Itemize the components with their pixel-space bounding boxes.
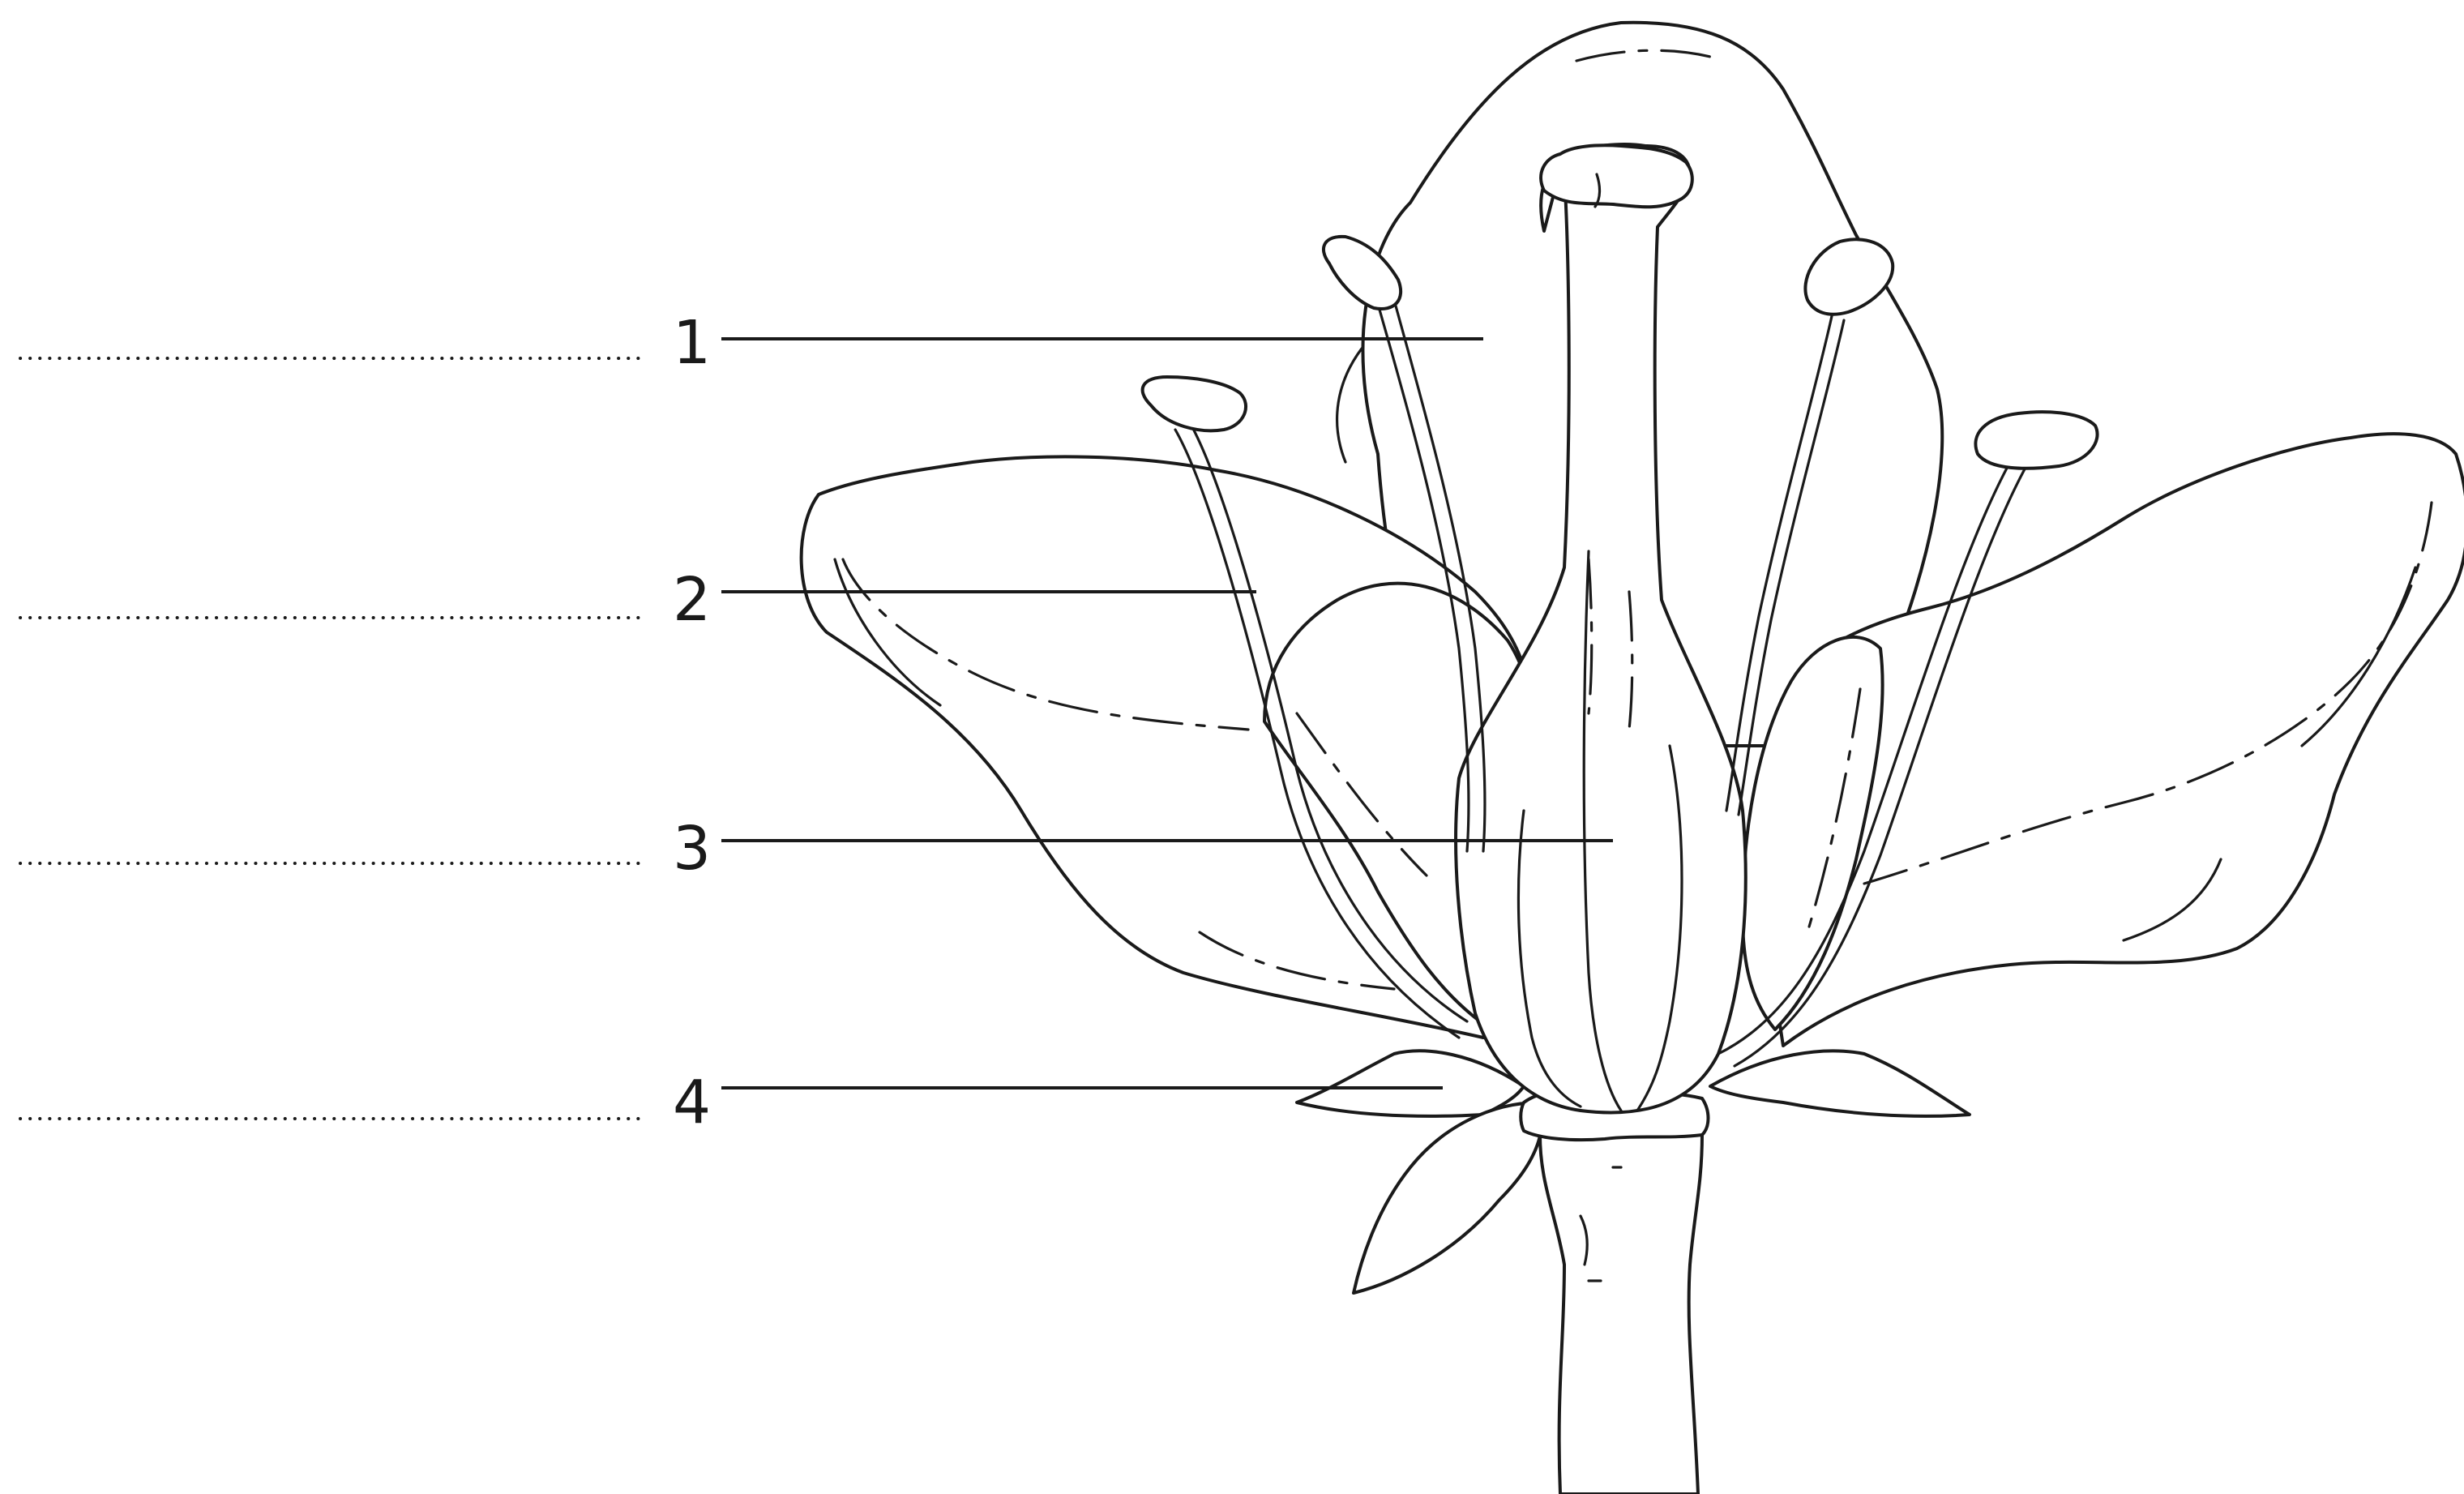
label-row-1: 1 — [20, 308, 1483, 378]
sepal-lower-left — [1354, 1102, 1542, 1293]
sepal-left — [1297, 1051, 1524, 1115]
label-number-2: 2 — [673, 565, 711, 635]
stigma — [1541, 145, 1692, 207]
label-row-4: 4 — [20, 1068, 1443, 1137]
stem — [1540, 1135, 1702, 1494]
label-number-4: 4 — [673, 1068, 711, 1137]
label-number-3: 3 — [673, 814, 711, 884]
flower-illustration — [802, 23, 2464, 1494]
label-number-1: 1 — [673, 308, 711, 378]
sepal-right — [1710, 1051, 1970, 1115]
